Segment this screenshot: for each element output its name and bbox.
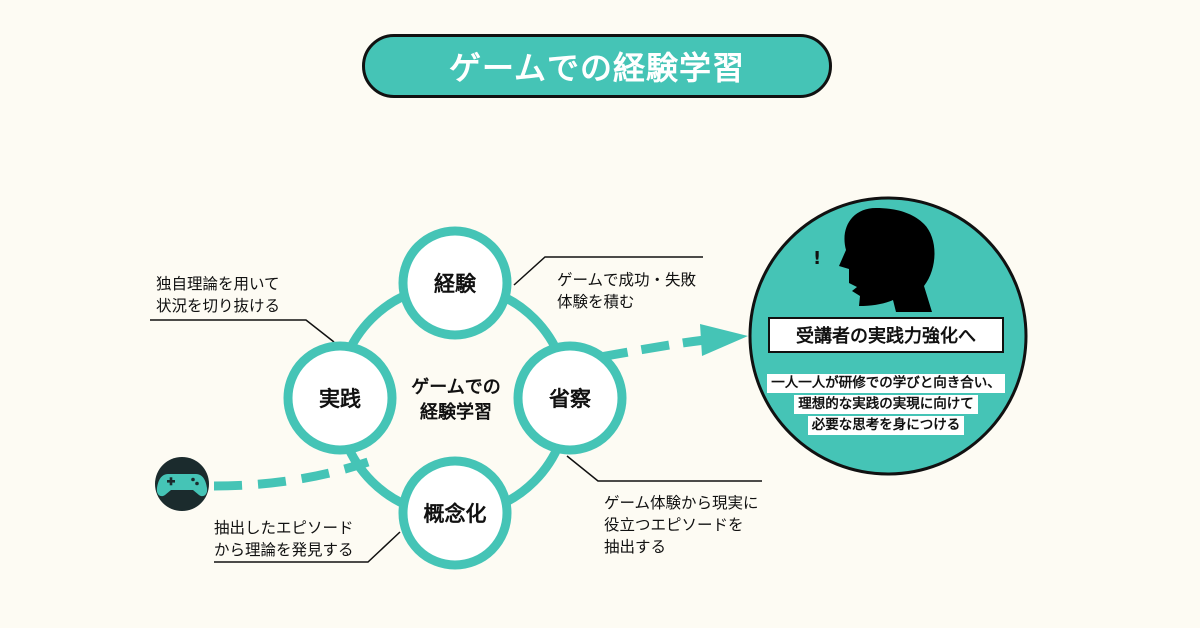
node-label-experience: 経験 <box>434 272 476 296</box>
dashed-arrow-icon <box>599 335 706 362</box>
note-line: 体験を積む <box>557 293 635 311</box>
cycle-center-line: ゲームでの <box>411 377 501 398</box>
note-line: 役立つエピソードを <box>604 516 744 534</box>
note-reflection: ゲーム体験から現実に 役立つエピソードを 抽出する <box>604 492 759 558</box>
outcome-heading: 受講者の実践力強化へ <box>768 317 1004 353</box>
note-line: 抽出したエピソード <box>214 519 354 537</box>
outcome-line-text: 理想的な実践の実現に向けて <box>794 395 978 414</box>
outcome-line: 理想的な実践の実現に向けて <box>752 395 1020 414</box>
leader-line-experience <box>513 256 703 286</box>
note-line: 抽出する <box>604 538 667 556</box>
exclamation-mark: ! <box>813 248 822 269</box>
node-circle-conceptualization <box>398 456 512 570</box>
outcome-line-text: 一人一人が研修での学びと向き合い、 <box>767 374 1005 393</box>
head-silhouette-icon <box>839 208 935 312</box>
outcome-line: 必要な思考を身につける <box>752 416 1020 435</box>
outcome-line-text: 必要な思考を身につける <box>807 416 965 435</box>
outcome-line: 一人一人が研修での学びと向き合い、 <box>752 374 1020 393</box>
leader-line-reflection <box>566 455 762 482</box>
note-line: 状況を切り抜ける <box>156 297 281 315</box>
note-conceptualization: 抽出したエピソード から理論を発見する <box>214 517 354 561</box>
note-experience: ゲームで成功・失敗 体験を積む <box>557 269 696 313</box>
dashed-arrow-head <box>700 324 748 356</box>
node-label-conceptualization: 概念化 <box>423 502 487 526</box>
node-circle-experience <box>398 226 512 340</box>
gamepad-icon <box>155 457 209 511</box>
leader-line-practice <box>150 319 335 343</box>
cycle-center-label: ゲームでの 経験学習 <box>400 375 512 425</box>
note-line: から理論を発見する <box>214 541 354 559</box>
node-circle-reflection <box>513 341 627 455</box>
note-practice: 独自理論を用いて 状況を切り抜ける <box>156 273 280 317</box>
note-line: ゲーム体験から現実に <box>604 494 759 512</box>
node-label-practice: 実践 <box>319 387 361 411</box>
node-circle-practice <box>283 341 397 455</box>
note-line: 独自理論を用いて <box>156 275 280 293</box>
leader-line-conceptualization <box>214 531 401 563</box>
node-label-reflection: 省察 <box>549 387 591 411</box>
cycle-center-line: 経験学習 <box>420 402 492 423</box>
dashed-connector-gamepad <box>213 457 370 491</box>
note-line: ゲームで成功・失敗 <box>557 271 697 289</box>
page-title: ゲームでの経験学習 <box>362 34 832 98</box>
